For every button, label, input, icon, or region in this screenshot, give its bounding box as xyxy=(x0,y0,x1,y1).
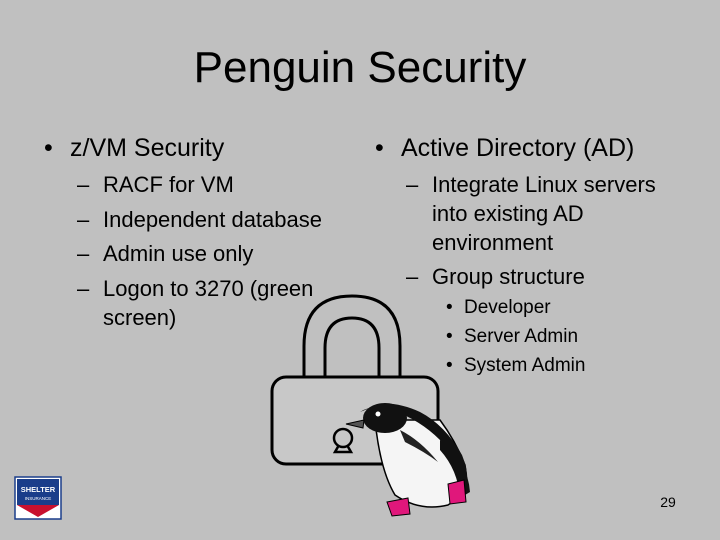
dash-bullet: – xyxy=(406,172,419,197)
page-number: 29 xyxy=(660,494,676,510)
left-item: RACF for VM xyxy=(103,172,234,197)
dash-bullet: – xyxy=(406,264,419,289)
left-heading-bullet: • xyxy=(44,134,53,162)
dot-bullet: • xyxy=(446,326,453,347)
slide-title: Penguin Security xyxy=(193,43,527,92)
dash-bullet: – xyxy=(77,207,90,232)
dash-bullet: – xyxy=(77,241,90,266)
dash-bullet: – xyxy=(77,172,90,197)
left-item: Logon to 3270 (green xyxy=(103,276,314,301)
left-heading: z/VM Security xyxy=(70,134,225,162)
svg-text:SHELTER: SHELTER xyxy=(21,485,56,494)
shelter-insurance-logo: SHELTER INSURANCE xyxy=(14,476,62,520)
right-subsub-item: Server Admin xyxy=(464,326,579,347)
right-sub-line: Group structure xyxy=(432,264,585,289)
dot-bullet: • xyxy=(446,355,453,376)
svg-text:INSURANCE: INSURANCE xyxy=(25,496,52,501)
penguin-icon xyxy=(345,403,470,517)
right-subsub-item: System Admin xyxy=(464,355,586,376)
left-item: Independent database xyxy=(103,207,322,232)
dot-bullet: • xyxy=(446,297,453,318)
right-subsub-item: Developer xyxy=(464,297,551,318)
dash-bullet: – xyxy=(77,276,90,301)
left-item-continuation: screen) xyxy=(103,305,177,330)
right-heading-bullet: • xyxy=(375,134,384,162)
right-sub-line: Integrate Linux servers xyxy=(432,172,656,197)
right-heading: Active Directory (AD) xyxy=(401,134,635,162)
right-sub-line: into existing AD xyxy=(432,201,584,226)
right-sub-line: environment xyxy=(432,230,554,255)
left-item: Admin use only xyxy=(103,241,254,266)
